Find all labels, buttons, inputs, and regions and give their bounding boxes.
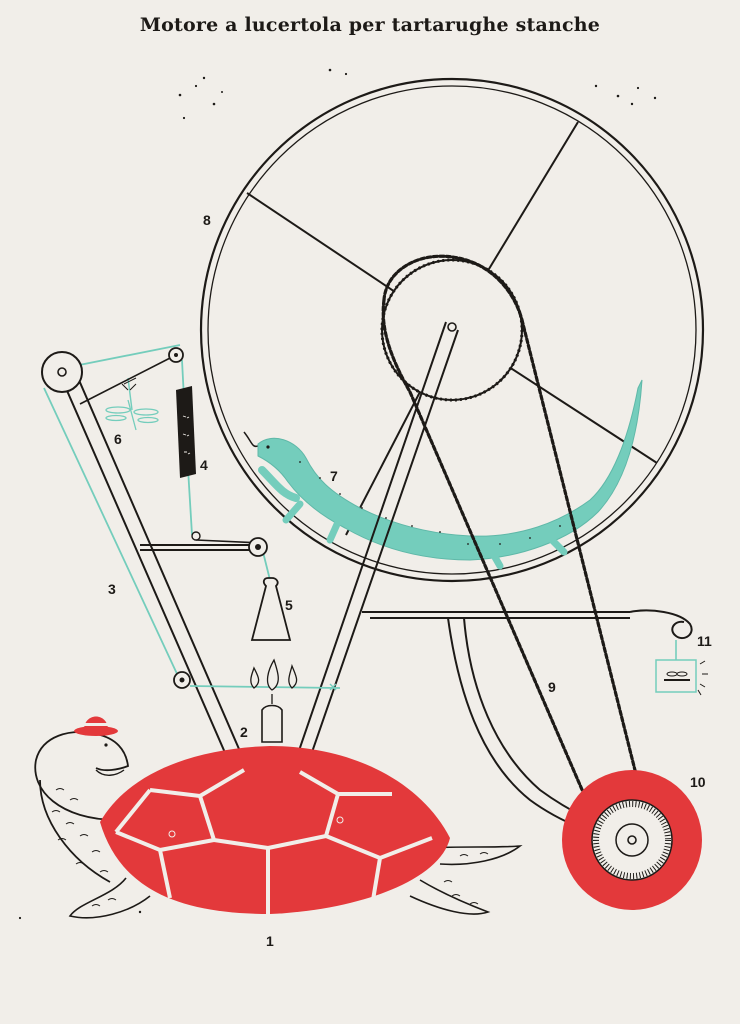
- weight-icon: [250, 577, 292, 641]
- label-drive-wheel: 10: [690, 774, 706, 790]
- pulley-system: [41, 344, 693, 691]
- label-tortoise: 1: [266, 933, 274, 949]
- callout-labels: 1 2 3 4 5 6 7 8 9 10 11: [108, 212, 712, 949]
- drive-wheel: [562, 770, 702, 910]
- label-string: 3: [108, 581, 116, 597]
- page-title: Motore a lucertola per tartarughe stanch…: [139, 14, 601, 36]
- lizard-icon: [243, 379, 643, 570]
- label-sign: 4: [200, 457, 208, 473]
- label-chain: 9: [548, 679, 556, 695]
- hat-icon: [74, 716, 118, 736]
- label-insect-box: 11: [697, 633, 712, 649]
- insect-box-icon: [655, 659, 708, 696]
- big-wheel: [199, 77, 705, 583]
- label-candle: 2: [240, 724, 248, 740]
- candle-icon: [250, 658, 298, 743]
- tortoise-icon: [34, 731, 523, 919]
- label-lizard: 7: [330, 468, 338, 484]
- label-wheel: 8: [203, 212, 211, 228]
- sign-icon: [176, 386, 196, 478]
- label-weight: 5: [285, 597, 293, 613]
- label-dragonfly: 6: [114, 431, 122, 447]
- dragonfly-icon: [105, 377, 159, 431]
- chain: [381, 254, 652, 832]
